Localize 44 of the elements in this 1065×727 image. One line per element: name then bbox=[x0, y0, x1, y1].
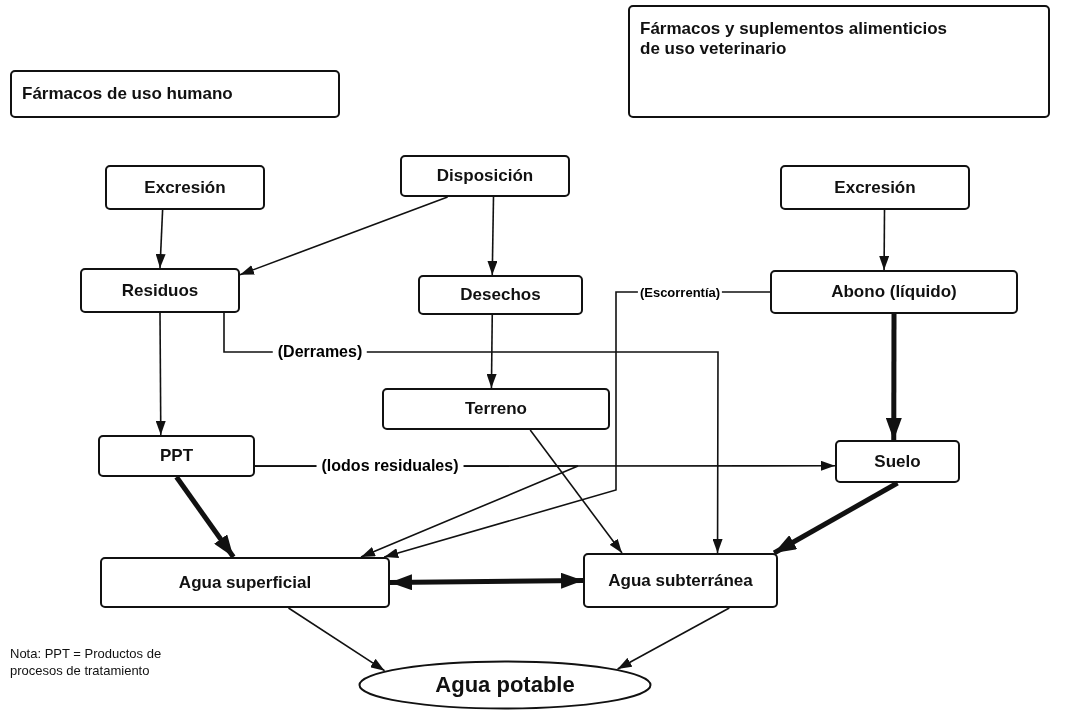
process-box bbox=[418, 275, 583, 315]
process-box bbox=[780, 165, 970, 210]
node-label: Disposición bbox=[436, 166, 534, 186]
node-label: Suelo bbox=[874, 451, 921, 472]
node-label: Residuos bbox=[121, 280, 199, 301]
process-box bbox=[98, 435, 255, 477]
arrow bbox=[155, 312, 166, 436]
node-label: PPT bbox=[159, 446, 194, 466]
arrow bbox=[487, 196, 498, 276]
arrow bbox=[616, 607, 731, 670]
node-label: Agua superficial bbox=[178, 572, 312, 593]
arrow bbox=[486, 314, 497, 389]
arrow bbox=[287, 607, 386, 672]
edge-label: (lodos residuales) bbox=[316, 457, 464, 475]
node-label: Desechos bbox=[460, 285, 541, 305]
node-label: Agua potable bbox=[435, 672, 575, 698]
node-label: Terreno bbox=[464, 399, 527, 419]
arrow bbox=[529, 429, 623, 554]
arrow bbox=[879, 209, 890, 271]
process-box bbox=[583, 553, 778, 608]
process-box bbox=[105, 165, 265, 210]
process-box bbox=[400, 155, 570, 197]
node-label: Excresión bbox=[834, 177, 916, 198]
node-label: Abono (líquido) bbox=[831, 282, 957, 302]
node-label: Fármacos de uso humano bbox=[22, 84, 233, 104]
arrow bbox=[389, 572, 584, 591]
process-box bbox=[382, 388, 610, 430]
node-label: Excresión bbox=[144, 177, 226, 198]
title-box bbox=[10, 70, 340, 118]
process-box bbox=[80, 268, 240, 313]
node-label: Agua subterránea bbox=[608, 570, 753, 591]
arrow bbox=[885, 314, 902, 440]
process-box bbox=[100, 557, 390, 608]
result-ellipse bbox=[358, 660, 652, 710]
arrow bbox=[239, 196, 449, 276]
process-box bbox=[835, 440, 960, 483]
arrow bbox=[174, 475, 236, 559]
edge-label: (Derrames) bbox=[272, 343, 368, 361]
process-box bbox=[770, 270, 1018, 314]
node-label: Fármacos y suplementos alimenticios de uso veterinario bbox=[640, 19, 949, 59]
title-box bbox=[628, 5, 1050, 118]
arrow bbox=[155, 209, 166, 269]
arrow bbox=[772, 480, 899, 556]
note-text: Nota: PPT = Productos de procesos de tratamiento bbox=[10, 646, 163, 680]
